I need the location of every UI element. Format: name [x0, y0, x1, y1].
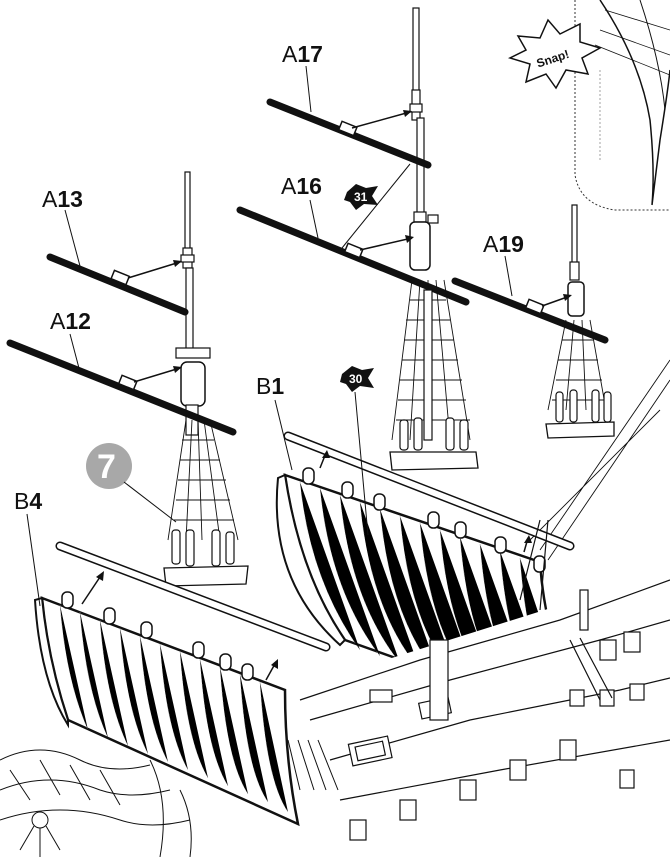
main-top-platform: [389, 289, 479, 471]
label-b4: B4: [14, 488, 42, 514]
label-a12: A12: [50, 308, 91, 334]
step-number-badge: 7: [86, 443, 177, 523]
svg-text:30: 30: [349, 372, 363, 386]
snap-burst-icon: Snap!: [507, 18, 602, 90]
yard-a17: [266, 65, 432, 169]
sail-b4: [26, 513, 331, 827]
yard-a19: [451, 255, 609, 344]
label-a16: A16: [281, 173, 322, 199]
mizzen-mast: [567, 204, 585, 317]
fore-mast: [175, 171, 211, 436]
label-a17: A17: [282, 41, 323, 67]
ship-hull: [290, 519, 670, 857]
main-mast-top: [409, 7, 439, 271]
ship-bow-detail: [0, 739, 339, 857]
ref-badge-31: 31: [344, 184, 378, 210]
svg-text:31: 31: [354, 190, 368, 204]
svg-text:7: 7: [97, 448, 116, 486]
mizzen-top-platform: [545, 389, 615, 439]
yard-a16: [236, 163, 470, 306]
label-a13: A13: [42, 186, 83, 212]
fore-top-platform: [163, 529, 249, 587]
ref-badge-30: 30: [340, 366, 374, 392]
label-a19: A19: [483, 231, 524, 257]
snap-inset: Snap!: [507, 0, 670, 211]
yard-a12: [6, 333, 237, 436]
label-b1: B1: [256, 373, 284, 399]
yard-a13: [46, 209, 189, 316]
